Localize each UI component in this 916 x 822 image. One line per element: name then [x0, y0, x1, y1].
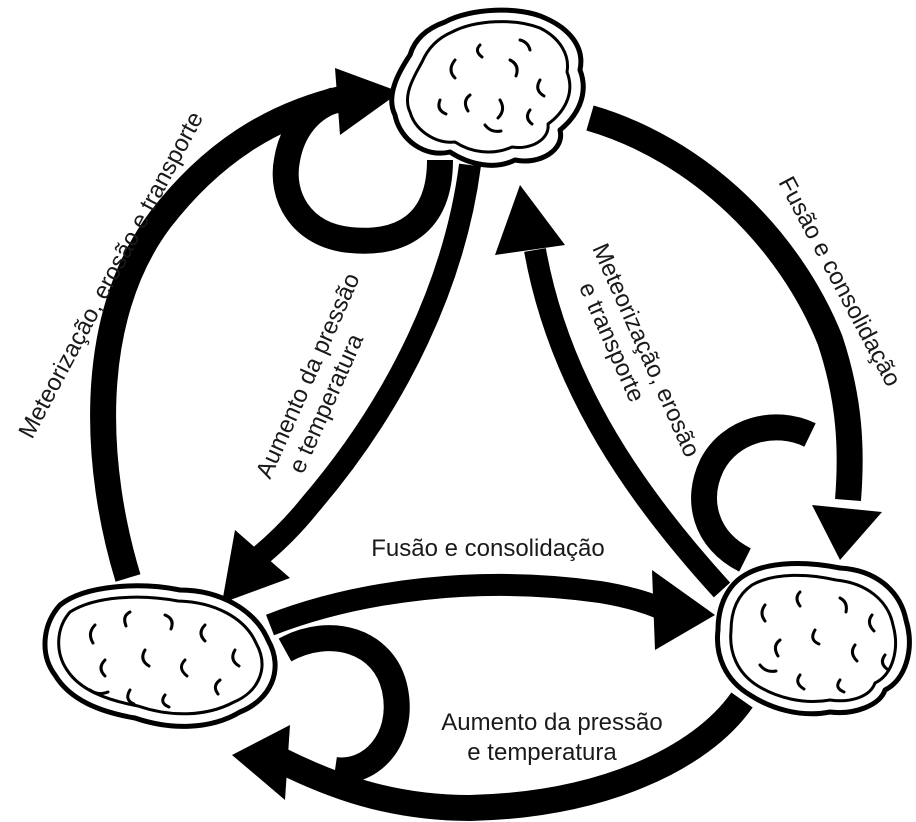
- rock-top: [389, 7, 586, 168]
- loop-top-rock: [272, 87, 453, 254]
- label-outer-bottom-line2: e temperatura: [467, 739, 617, 766]
- arrow-top-to-left-inner: [222, 163, 481, 603]
- arrow-right-to-left-bottom: [232, 692, 753, 821]
- label-outer-bottom-line1: Aumento da pressão: [441, 709, 662, 736]
- arrow-top-to-right: [586, 105, 882, 560]
- arrow-left-to-top: [90, 68, 400, 582]
- label-inner-left: Aumento da pressão e temperatura: [251, 269, 370, 482]
- loop-left-rock: [278, 625, 410, 784]
- loop-right-rock: [691, 414, 816, 572]
- label-inner-right: Meteorização, erosão e transporte: [573, 239, 705, 461]
- rock-bottom-right: [714, 561, 912, 717]
- arrow-right-to-top-inner: [495, 185, 731, 598]
- arrow-left-to-right-inner: [266, 570, 715, 650]
- rock-bottom-left: [42, 583, 278, 729]
- label-inner-bottom: Fusão e consolidação: [371, 535, 604, 562]
